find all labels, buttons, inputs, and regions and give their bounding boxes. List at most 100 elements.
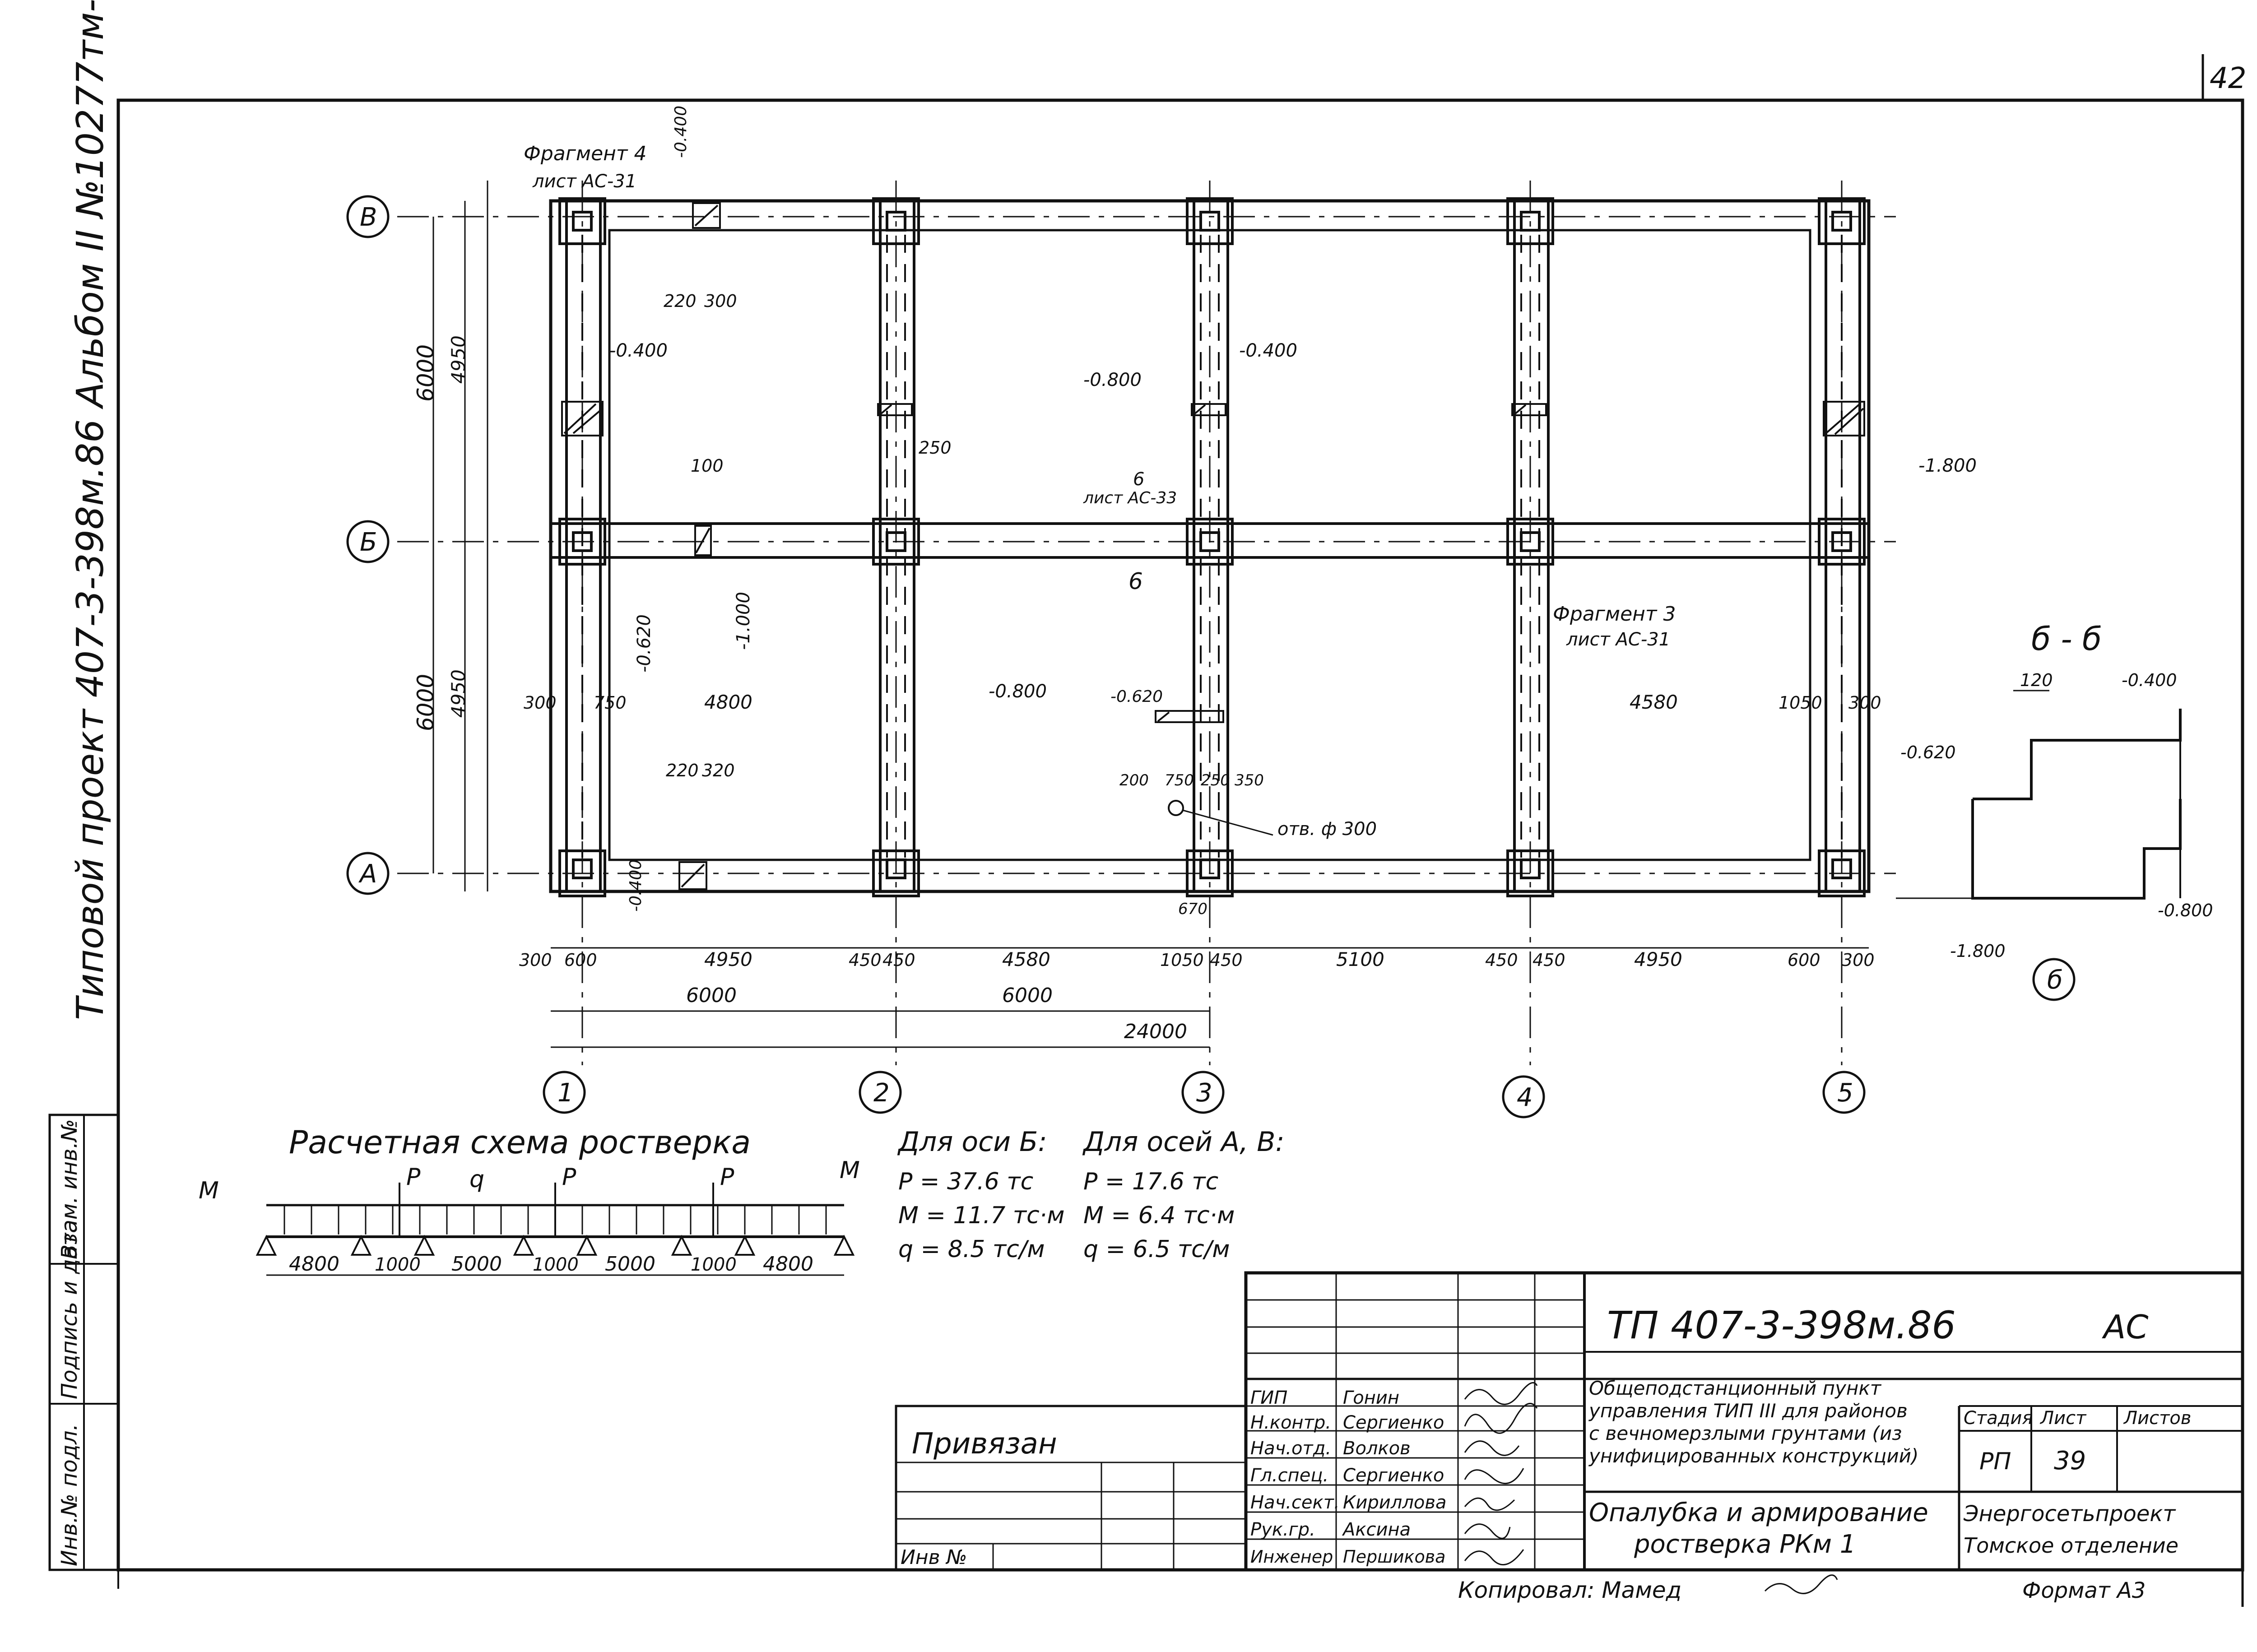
dim-bottom: 5100	[1336, 948, 1384, 970]
section-66-title: б - б	[2031, 621, 2102, 658]
scheme-title: Расчетная схема ростверка	[289, 1124, 751, 1161]
role-label: Н.контр.	[1250, 1412, 1331, 1433]
dim-bottom: 450	[882, 950, 915, 970]
role-label: Нач.сект.	[1250, 1492, 1340, 1513]
fragment-top: Фрагмент 4	[524, 142, 647, 165]
axis-b-value: M = 11.7 тс·м	[898, 1202, 1064, 1229]
level-mark: -0.400	[672, 106, 690, 158]
dim-bottom: 600	[564, 950, 597, 970]
dim-bottom: 450	[1533, 950, 1565, 970]
level-mark: -1.800	[1918, 455, 1977, 476]
description-line: с вечномерзлыми грунтами (из	[1589, 1422, 1902, 1444]
section-66-level: -0.620	[1900, 742, 1956, 762]
description-line: унифицированных конструкций)	[1588, 1445, 1918, 1467]
person-name: Аксина	[1342, 1519, 1411, 1540]
scheme-load: M	[199, 1177, 219, 1204]
foundation-plan	[397, 181, 1896, 1065]
dim-left: 6000	[413, 344, 439, 402]
section-66	[1896, 690, 2182, 900]
dim-inner: 100	[691, 456, 724, 476]
dim-inner: 350	[1235, 771, 1264, 789]
section-ref-cut: 6	[1128, 568, 1143, 594]
dim-inner: 4580	[1630, 691, 1678, 713]
dim-inner: 220	[666, 761, 699, 780]
side-project-code: Типовой проект 407-3-398м.86 Альбом II №…	[69, 0, 112, 1020]
axis-label-v: В	[360, 203, 377, 232]
scheme-span: 1000	[533, 1254, 579, 1275]
dim-inner: 250	[1201, 771, 1230, 789]
dim-inner: 670	[1178, 900, 1207, 918]
dim-inner: 320	[702, 761, 735, 780]
dim-bottom: 450	[849, 950, 882, 970]
level-mark: -0.800	[1083, 370, 1142, 390]
role-label: Гл.спец.	[1250, 1465, 1328, 1486]
section-66-dim: 120	[2020, 670, 2053, 690]
scheme-span: 5000	[605, 1253, 655, 1276]
person-name: Кириллова	[1343, 1492, 1446, 1513]
stamp-signature-date: Подпись и дата	[57, 1220, 82, 1399]
axis-bubbles	[346, 195, 1866, 1118]
hole-label: отв. ф 300	[1277, 819, 1377, 840]
scheme-load: P	[406, 1164, 421, 1191]
role-label: Инженер	[1250, 1547, 1333, 1567]
stamp-inv-replace: Взам. инв.№	[57, 1119, 82, 1259]
scheme-span: 4800	[289, 1253, 339, 1276]
section-66-marker	[2032, 958, 2076, 1001]
axes-ab-value: q = 6.5 тс/м	[1083, 1236, 1230, 1263]
level-mark: -1.000	[733, 592, 754, 650]
person-name: Сергиенко	[1343, 1465, 1444, 1486]
dim-inner: 300	[704, 291, 737, 311]
dim-bottom: 450	[1210, 950, 1243, 970]
design-scheme	[255, 1183, 855, 1276]
description-line: Общеподстанционный пункт	[1589, 1377, 1882, 1399]
stage-label: Стадия	[1964, 1408, 2033, 1429]
axes-ab-title: Для осей А, В:	[1082, 1126, 1285, 1158]
axis-b-title: Для оси Б:	[897, 1126, 1047, 1158]
title-block	[895, 1271, 2244, 1572]
axis-b-value: P = 37.6 тс	[898, 1168, 1033, 1195]
dim-bottom: 4580	[1002, 948, 1050, 970]
hole-marker	[1168, 800, 1184, 816]
sheet-label: Лист	[2039, 1408, 2087, 1429]
axis-label-5: 5	[1837, 1078, 1853, 1108]
sheet-frame	[116, 54, 2244, 1607]
description-line: управления ТИП III для районов	[1588, 1400, 1908, 1422]
axis-label-4: 4	[1517, 1083, 1533, 1112]
dim-inner: 750	[1165, 771, 1194, 789]
dim-bottom: 600	[1788, 950, 1820, 970]
section-66-level: -1.800	[1950, 941, 2006, 961]
axis-label-b: Б	[360, 528, 377, 557]
axis-label-3: 3	[1196, 1078, 1212, 1108]
dim-inner: 200	[1119, 771, 1149, 789]
person-name: Сергиенко	[1343, 1412, 1444, 1433]
scheme-load: M	[840, 1157, 860, 1184]
dim-bottom: 4950	[704, 948, 752, 970]
dim-inner: 250	[919, 438, 952, 458]
section-66-level: -0.400	[2122, 670, 2177, 690]
scheme-load: P	[562, 1164, 576, 1191]
scheme-load: q	[469, 1166, 484, 1193]
page-number: 42	[2210, 62, 2246, 95]
axis-label-1: 1	[557, 1078, 574, 1108]
scheme-span: 5000	[451, 1253, 502, 1276]
level-mark: -0.400	[1239, 340, 1297, 361]
axes-ab-value: M = 6.4 тс·м	[1083, 1202, 1235, 1229]
sheet-title-line: Опалубка и армирование	[1589, 1498, 1928, 1527]
dim-left: 4950	[447, 335, 469, 384]
role-label: Рук.гр.	[1250, 1519, 1315, 1540]
dim-inner: 300	[524, 693, 557, 713]
format-label: Формат А3	[2022, 1578, 2146, 1603]
dim-bottom: 1050	[1160, 950, 1204, 970]
axis-label-a: А	[358, 859, 377, 889]
copied-by: Копировал: Мамед	[1458, 1577, 1681, 1603]
scheme-span: 4800	[763, 1253, 813, 1276]
person-name: Волков	[1343, 1438, 1411, 1459]
level-mark: -0.620	[1110, 687, 1163, 706]
sheets-label: Листов	[2123, 1408, 2191, 1429]
dim-bottom: 300	[1842, 950, 1875, 970]
axis-b-value: q = 8.5 тс/м	[898, 1236, 1045, 1263]
level-mark: -0.800	[989, 681, 1047, 702]
scheme-span: 1000	[375, 1254, 421, 1275]
column-caps	[558, 197, 1866, 897]
